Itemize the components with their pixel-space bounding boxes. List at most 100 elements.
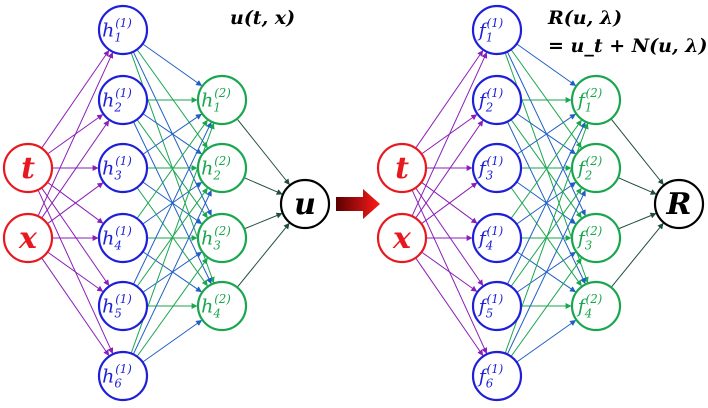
right-hidden2-node-3: f3(2) [570,212,622,264]
left-hidden2-node-4-label: h4(2) [201,292,231,321]
right-hidden2-node-3-label-main: f [576,227,588,249]
left-hidden1-node-6-label-main: h [102,365,114,387]
left-hidden2-node-3-label-main: h [201,227,213,249]
right-edge-in2-h1-5 [421,251,478,292]
left-hidden1-node-5-label-sup: (1) [115,292,132,306]
left-hidden1-node-1-label-main: h [102,19,114,41]
left-hidden1-node-3-label-main: h [102,157,114,179]
right-hidden1-node-2-label: f2(1) [477,86,504,115]
left-hidden1-node-5-label-sub: 5 [114,307,122,321]
left-edge-h1-3-h2-1 [142,113,202,155]
left-hidden1-node-3-circle [97,142,149,194]
left-hidden1-node-6-label-sup: (1) [115,362,132,376]
left-output-node-circle [279,178,331,230]
right-hidden2-node-2: f2(2) [570,142,622,194]
right-input-node-t-label: t [395,151,409,186]
right-hidden1-node-5: f5(1) [471,280,523,332]
left-hidden2-node-1-label-sup: (2) [214,86,231,100]
right-hidden1-node-2: f2(1) [471,74,523,126]
right-edge-h2-3-out [618,212,657,230]
left-hidden1-node-2-label-sub: 2 [113,101,122,115]
right-hidden1-node-6-label: f6(1) [477,362,504,391]
right-edge-h1-4-h2-1 [510,119,582,219]
left-hidden1-node-3-label-sub: 3 [114,169,122,183]
left-hidden1-node-3-label: h3(1) [102,154,132,183]
right-hidden1-node-1-label: f1(1) [477,16,504,45]
right-hidden2-node-4-label-main: f [576,295,588,317]
right-hidden1-node-6-label-sub: 6 [486,377,494,391]
left-hidden2-node-2-label-sup: (2) [214,154,231,168]
right-input-node-x-label: x [392,221,412,256]
left-hidden2-node-3: h3(2) [196,212,248,264]
left-hidden1-node-4-label-sub: 4 [113,239,122,253]
left-hidden1-node-1-label: h1(1) [102,16,132,45]
right-edge-in1-h1-1 [415,50,484,149]
left-hidden1-node-6-circle [97,350,149,402]
left-input-node-x-label-main: x [18,221,38,256]
right-hidden2-node-1-label-main: f [576,89,588,111]
left-edge-h1-6-h2-3 [136,257,208,357]
left-hidden1-node-5-circle [97,280,149,332]
left-hidden1-node-5-label: h5(1) [102,292,132,321]
left-output-node: u [279,178,331,230]
right-edge-h1-5-h2-1 [506,121,586,285]
left-hidden2-node-4-label-sup: (2) [214,292,231,306]
right-input-node-x-label-main: x [392,221,412,256]
right-hidden1-node-4-label-sub: 4 [485,239,494,253]
right-output-node-circle [653,178,705,230]
right-hidden2-node-3-label-sub: 3 [585,239,593,253]
left-hidden2-node-4-label-main: h [201,295,213,317]
left-hidden2-node-2-label-sub: 2 [212,169,221,183]
left-hidden1-node-2-label-main: h [102,89,114,111]
left-input-node-x-circle [2,212,54,264]
left-hidden1-node-4: h4(1) [97,212,149,264]
left-hidden1-node-2: h2(1) [97,74,149,126]
right-hidden1-node-4: f4(1) [471,212,523,264]
right-hidden1-node-3-label-sup: (1) [487,154,504,168]
left-hidden2-node-1-label-main: h [201,89,213,111]
right-hidden2-node-2-label-sup: (2) [586,154,603,168]
right-hidden1-node-2-circle [471,74,523,126]
left-input-node-t-label: t [21,151,35,186]
left-hidden1-node-6: h6(1) [97,350,149,402]
right-edge-h1-1-h2-1 [516,43,577,87]
left-edge-h1-6-h2-4 [142,319,203,363]
right-hidden1-node-1-label-main: f [477,19,489,41]
left-input-node-t: t [2,142,54,194]
left-hidden2-node-3-circle [196,212,248,264]
right-hidden1-node-2-label-main: f [477,89,489,111]
left-output-node-label: u [294,187,316,222]
left-hidden1-node-4-label: h4(1) [102,224,132,253]
left-edge-in1-h1-5 [41,187,110,286]
left-hidden2-node-2-circle [196,142,248,194]
right-hidden1-node-3-circle [471,142,523,194]
right-edge-h1-6-h2-4 [516,319,577,363]
right-hidden1-node-1-circle [471,4,523,56]
left-hidden1-node-3: h3(1) [97,142,149,194]
right-edge-h1-1-h2-2 [510,49,582,149]
left-hidden2-node-4-circle [196,280,248,332]
left-hidden1-node-1-label-sup: (1) [115,16,132,30]
left-hidden2-node-1-label-sub: 1 [213,101,221,115]
left-hidden1-node-1-label-sub: 1 [114,31,122,45]
right-hidden1-node-5-circle [471,280,523,332]
right-edge-h2-2-out [617,177,657,195]
right-input-node-t-circle [376,142,428,194]
right-hidden2-node-4-label: f4(2) [576,292,603,321]
left-hidden2-node-1-label: h1(2) [201,86,231,115]
left-edge-in1-h1-1 [41,50,110,149]
right-edge-in1-h1-5 [415,187,484,286]
right-hidden1-node-4-label: f4(1) [477,224,504,253]
right-hidden1-node-6-label-main: f [477,365,489,387]
left-edge-h2-4-out [236,222,290,288]
right-hidden1-node-3-label-sub: 3 [486,169,494,183]
right-edge-h1-3-h2-1 [516,113,576,155]
left-hidden2-node-2-label-main: h [201,157,213,179]
left-edge-h2-2-out [243,177,283,195]
right-hidden1-node-5-label-sub: 5 [486,307,494,321]
left-hidden1-node-2-label: h2(1) [102,86,132,115]
right-hidden2-node-1-label: f1(2) [576,86,603,115]
right-hidden2-node-2-circle [570,142,622,194]
right-equation-line1: R(u, λ) [547,7,622,29]
